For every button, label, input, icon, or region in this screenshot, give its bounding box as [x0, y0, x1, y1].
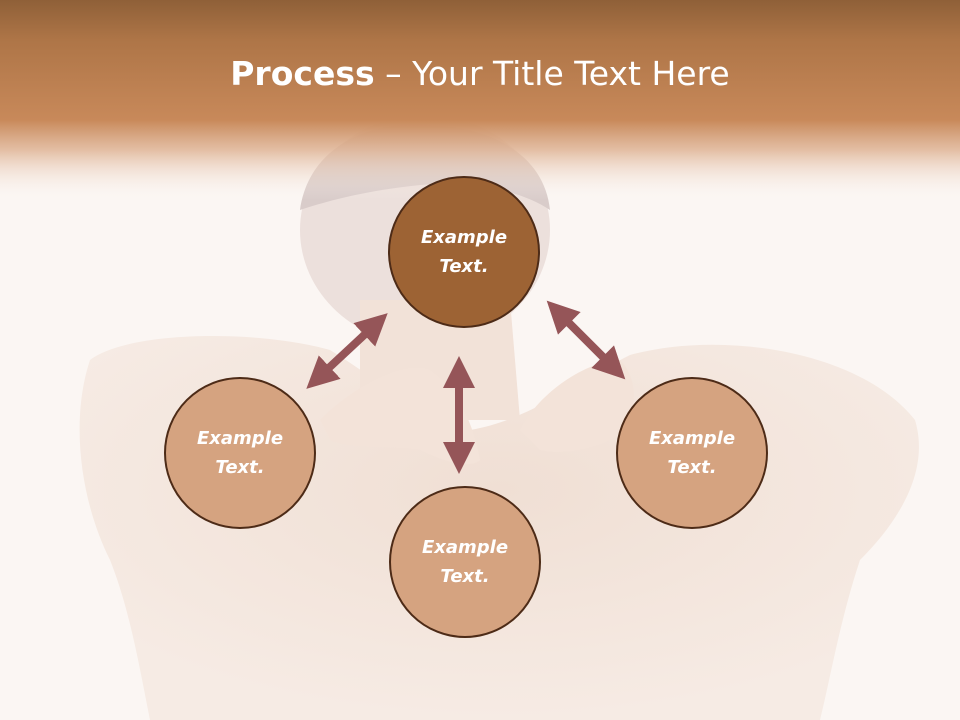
- process-circle-right: Example Text.: [616, 377, 768, 529]
- process-circle-left: Example Text.: [164, 377, 316, 529]
- title-rest: – Your Title Text Here: [374, 54, 730, 93]
- arrow-top-right: [546, 300, 626, 380]
- title-bold: Process: [230, 54, 375, 93]
- process-circle-bottom-label: Example Text.: [421, 537, 509, 587]
- process-circle-left-label: Example Text.: [196, 428, 284, 478]
- process-circle-bottom: Example Text.: [389, 486, 541, 638]
- process-circle-top: Example Text.: [388, 176, 540, 328]
- process-circle-right-label: Example Text.: [648, 428, 736, 478]
- process-circle-top-label: Example Text.: [420, 227, 508, 277]
- arrow-top-left: [306, 313, 388, 389]
- slide-title: Process – Your Title Text Here: [0, 50, 960, 98]
